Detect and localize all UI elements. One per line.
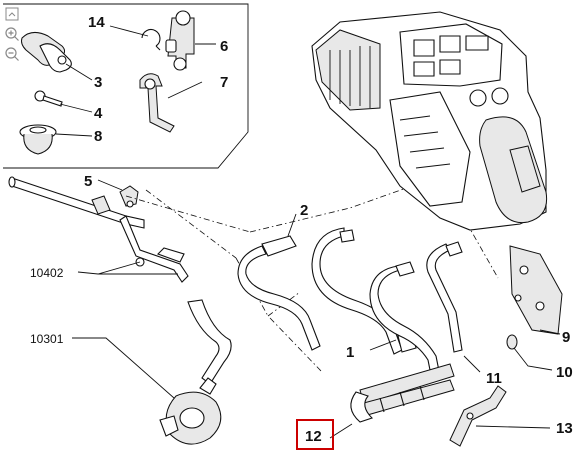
hose-part-11[interactable] [426, 241, 463, 353]
inset-frame [3, 3, 249, 169]
water-pipe-10402[interactable] [8, 176, 189, 283]
spring-clip-part-14[interactable] [141, 29, 161, 51]
hose-and-pump-10301[interactable] [159, 299, 232, 445]
callout-10301: 10301 [30, 332, 64, 346]
callout-10402: 10402 [30, 266, 64, 280]
callout-3: 3 [94, 74, 102, 91]
callout-14: 14 [88, 14, 105, 31]
callout-9: 9 [562, 329, 570, 346]
callout-11: 11 [486, 370, 502, 387]
callout-5: 5 [84, 173, 92, 190]
screw-part-10[interactable] [506, 334, 518, 350]
fit-to-screen-icon[interactable] [4, 6, 20, 22]
callout-6: 6 [220, 38, 228, 55]
callout-13: 13 [556, 420, 573, 437]
grommet-part-8[interactable] [19, 124, 57, 155]
hose-assembly-part-12[interactable] [350, 261, 455, 423]
callout-1: 1 [346, 344, 354, 361]
callout-12-highlight-box [296, 419, 334, 450]
bracket-part-7[interactable] [139, 73, 175, 133]
bracket-part-9[interactable] [509, 245, 563, 335]
bracket-part-13[interactable] [449, 385, 507, 447]
zoom-in-icon[interactable] [4, 26, 20, 42]
clip-part-5[interactable] [119, 185, 139, 208]
clamp-part-3[interactable] [21, 32, 72, 73]
callout-7: 7 [220, 74, 228, 91]
callout-12[interactable]: 12 [305, 428, 322, 445]
callout-10: 10 [556, 364, 573, 381]
bracket-part-6[interactable] [165, 10, 195, 71]
zoom-out-icon[interactable] [4, 46, 20, 62]
callout-4: 4 [94, 105, 103, 122]
callout-2: 2 [300, 202, 308, 219]
hose-part-1[interactable] [311, 227, 417, 355]
callout-8: 8 [94, 128, 102, 145]
hose-part-2[interactable] [237, 235, 321, 351]
screw-part-4[interactable] [34, 90, 63, 107]
heater-housing [311, 11, 548, 231]
